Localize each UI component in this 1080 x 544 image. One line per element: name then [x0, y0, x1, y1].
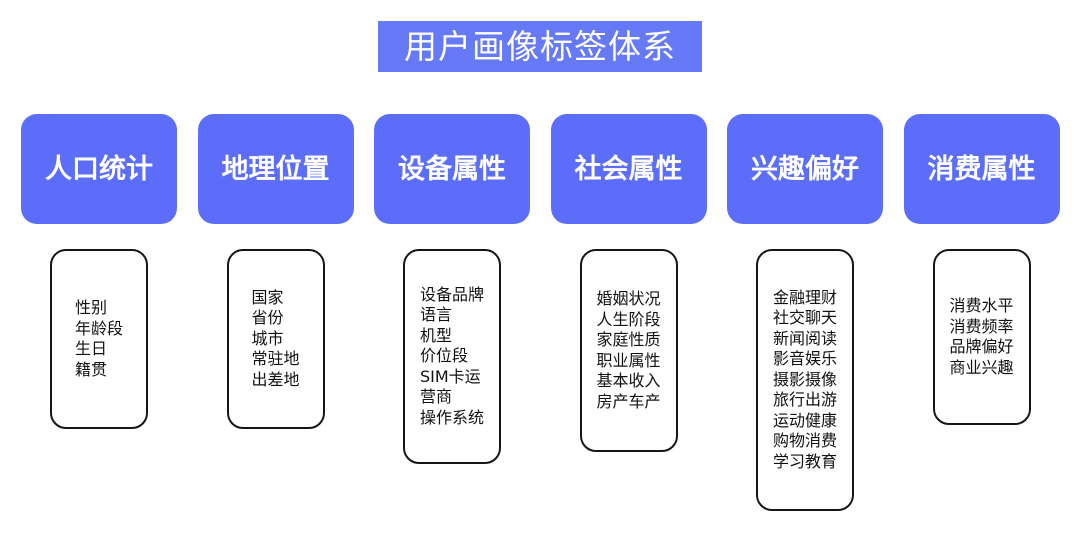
category-item-box: 性别年龄段生日籍贯 [50, 249, 148, 429]
category-item: 营商 [419, 387, 452, 407]
category-item: 消费频率 [949, 316, 1014, 336]
category-item: 商业兴趣 [949, 357, 1014, 377]
category-item: 金融理财 [772, 287, 837, 307]
category-item: 学习教育 [772, 451, 837, 471]
category-item: 常驻地 [251, 349, 300, 369]
category-item-list: 消费水平消费频率品牌偏好商业兴趣 [947, 296, 1015, 378]
diagram-title-banner: 用户画像标签体系 [378, 21, 702, 72]
category-item: 人生阶段 [596, 309, 661, 329]
category-item: 国家 [251, 287, 284, 307]
category-item: 职业属性 [596, 350, 661, 370]
category-column: 人口统计性别年龄段生日籍贯 [21, 114, 177, 429]
page-title: 用户画像标签体系 [404, 27, 676, 66]
category-item: 影音娱乐 [772, 349, 837, 369]
category-item: 操作系统 [419, 407, 484, 427]
category-item: 摄影摄像 [772, 369, 837, 389]
category-column: 兴趣偏好金融理财社交聊天新闻阅读影音娱乐摄影摄像旅行出游运动健康购物消费学习教育 [727, 114, 883, 511]
category-item: 消费水平 [949, 296, 1014, 315]
category-header-box[interactable]: 地理位置 [197, 114, 354, 224]
category-header-label: 人口统计 [45, 153, 153, 185]
category-item: 出差地 [251, 369, 300, 389]
category-item-box: 金融理财社交聊天新闻阅读影音娱乐摄影摄像旅行出游运动健康购物消费学习教育 [756, 249, 854, 511]
category-item: 家庭性质 [596, 330, 661, 349]
category-header-box[interactable]: 兴趣偏好 [727, 114, 883, 224]
category-item: 设备品牌 [419, 284, 484, 304]
category-item: 性别 [74, 298, 107, 317]
category-header-box[interactable]: 设备属性 [374, 114, 530, 224]
category-item: 购物消费 [772, 431, 837, 451]
category-header-label: 地理位置 [221, 153, 330, 185]
category-item: 新闻阅读 [772, 328, 837, 348]
category-item: 城市 [251, 328, 284, 348]
category-item-list: 国家省份城市常驻地出差地 [249, 288, 301, 391]
category-item: 运动健康 [772, 410, 837, 430]
category-item-list: 婚姻状况人生阶段家庭性质职业属性基本收入房产车产 [594, 289, 662, 412]
category-item: 旅行出游 [772, 390, 837, 410]
category-column: 社会属性婚姻状况人生阶段家庭性质职业属性基本收入房产车产 [550, 114, 707, 452]
category-item: 籍贯 [74, 359, 107, 379]
category-item: 语言 [419, 305, 452, 325]
category-header-label: 设备属性 [398, 153, 506, 185]
category-header-box[interactable]: 人口统计 [21, 114, 177, 224]
category-item: 年龄段 [74, 318, 123, 338]
category-item: 社交聊天 [772, 308, 837, 328]
category-item: 婚姻状况 [596, 289, 661, 308]
category-item-box: 婚姻状况人生阶段家庭性质职业属性基本收入房产车产 [579, 249, 678, 452]
category-column: 消费属性消费水平消费频率品牌偏好商业兴趣 [903, 114, 1060, 425]
category-item: 房产车产 [596, 391, 661, 411]
category-item: 品牌偏好 [949, 337, 1014, 356]
category-item-list: 金融理财社交聊天新闻阅读影音娱乐摄影摄像旅行出游运动健康购物消费学习教育 [771, 288, 839, 473]
category-header-label: 兴趣偏好 [751, 153, 859, 185]
category-header-box[interactable]: 消费属性 [903, 114, 1060, 224]
category-item: 生日 [74, 339, 107, 358]
category-item-box: 国家省份城市常驻地出差地 [226, 249, 325, 429]
category-item-list: 性别年龄段生日籍贯 [73, 298, 125, 380]
category-item: 机型 [419, 325, 452, 345]
category-item-box: 消费水平消费频率品牌偏好商业兴趣 [932, 249, 1031, 425]
category-item: 省份 [251, 308, 284, 328]
category-item: 价位段 [419, 346, 468, 366]
category-item: SIM卡运 [419, 366, 481, 386]
category-header-label: 社会属性 [574, 153, 683, 185]
category-header-label: 消费属性 [927, 153, 1036, 185]
category-header-box[interactable]: 社会属性 [550, 114, 707, 224]
category-item: 基本收入 [596, 371, 661, 390]
category-column: 地理位置国家省份城市常驻地出差地 [197, 114, 354, 429]
